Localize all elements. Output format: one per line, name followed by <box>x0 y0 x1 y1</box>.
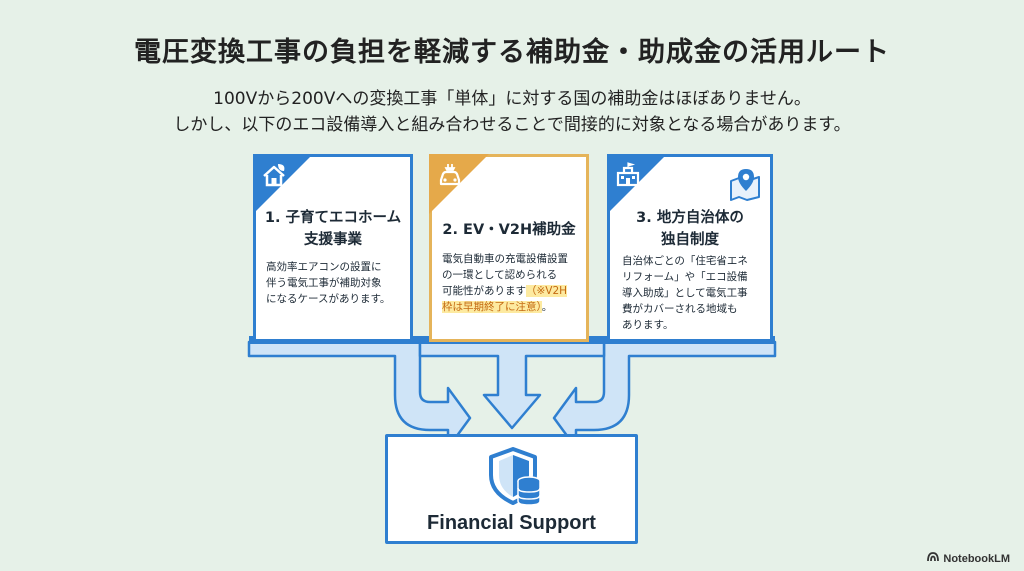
subtitle-line-2: しかし、以下のエコ設備導入と組み合わせることで間接的に対象となる場合があります。 <box>173 115 851 135</box>
card-eco-home-body-line: 伴う電気工事が補助対象 <box>266 277 382 289</box>
card-ev-v2h-body-line: の一環として認められる <box>442 269 558 281</box>
card-eco-home-body: 高効率エアコンの設置に 伴う電気工事が補助対象 になるケースがあります。 <box>266 259 390 307</box>
shield-database-icon <box>489 447 541 506</box>
card-eco-home-body-line: になるケースがあります。 <box>266 293 391 305</box>
notebooklm-logo-icon <box>927 552 940 562</box>
card-ev-v2h-body: 電気自動車の充電設備設置 の一環として認められる 可能性があります（※V2H 枠… <box>442 251 568 315</box>
card-local-government-body-line: 自治体ごとの「住宅省エネ <box>622 255 748 267</box>
map-pin-icon <box>730 169 760 201</box>
card-local-government-body-line: 導入助成」として電気工事 <box>622 287 748 299</box>
subtitle-line-1: 100Vから200Vへの変換工事「単体」に対する国の補助金はほぼありません。 <box>213 89 811 109</box>
v2h-warning-note: （※V2H <box>526 285 568 297</box>
financial-support-label: Financial Support <box>427 512 596 534</box>
ev-charger-icon <box>439 164 461 186</box>
flow-arrow-right <box>552 340 777 450</box>
card-local-government-body-line: あります。 <box>622 319 674 331</box>
flow-arrows <box>247 336 777 450</box>
financial-support-box: Financial Support <box>385 434 638 544</box>
watermark-text: NotebookLM <box>943 553 1010 565</box>
flow-arrow-left <box>247 340 472 450</box>
card-local-government-title-2: 独自制度 <box>661 232 719 248</box>
card-eco-home-title-1: 1. 子育てエコホーム <box>264 210 402 226</box>
card-eco-home-title-2: 支援事業 <box>304 232 362 248</box>
card-local-government-body-line: 費がカバーされる地域も <box>622 303 738 315</box>
card-local-government: 3. 地方自治体の 独自制度 自治体ごとの「住宅省エネ リフォーム」や「エコ設備… <box>607 154 773 342</box>
city-hall-icon <box>616 162 640 187</box>
card-local-government-body: 自治体ごとの「住宅省エネ リフォーム」や「エコ設備 導入助成」として電気工事 費… <box>622 253 748 333</box>
flow-arrow-center <box>418 340 606 430</box>
v2h-warning-note-2: 枠は早期終了に注意） <box>442 301 542 313</box>
notebooklm-watermark: NotebookLM <box>927 552 1010 565</box>
card-ev-v2h-body-tail: 。 <box>541 301 553 313</box>
card-local-government-body-line: リフォーム」や「エコ設備 <box>622 271 748 283</box>
card-ev-v2h: 2. EV・V2H補助金 電気自動車の充電設備設置 の一環として認められる 可能… <box>429 154 589 342</box>
eco-house-icon <box>263 164 285 187</box>
card-local-government-title-1: 3. 地方自治体の <box>636 210 744 226</box>
page-title: 電圧変換工事の負担を軽減する補助金・助成金の活用ルート <box>134 37 890 68</box>
card-eco-home-body-line: 高効率エアコンの設置に <box>266 261 382 273</box>
subtitle: 100Vから200Vへの変換工事「単体」に対する国の補助金はほぼありません。 し… <box>0 86 1024 138</box>
card-eco-home: 1. 子育てエコホーム 支援事業 高効率エアコンの設置に 伴う電気工事が補助対象… <box>253 154 413 342</box>
card-ev-v2h-body-line: 電気自動車の充電設備設置 <box>442 253 568 265</box>
card-ev-v2h-body-line: 可能性があります <box>442 285 526 297</box>
card-ev-v2h-title: 2. EV・V2H補助金 <box>442 222 576 238</box>
